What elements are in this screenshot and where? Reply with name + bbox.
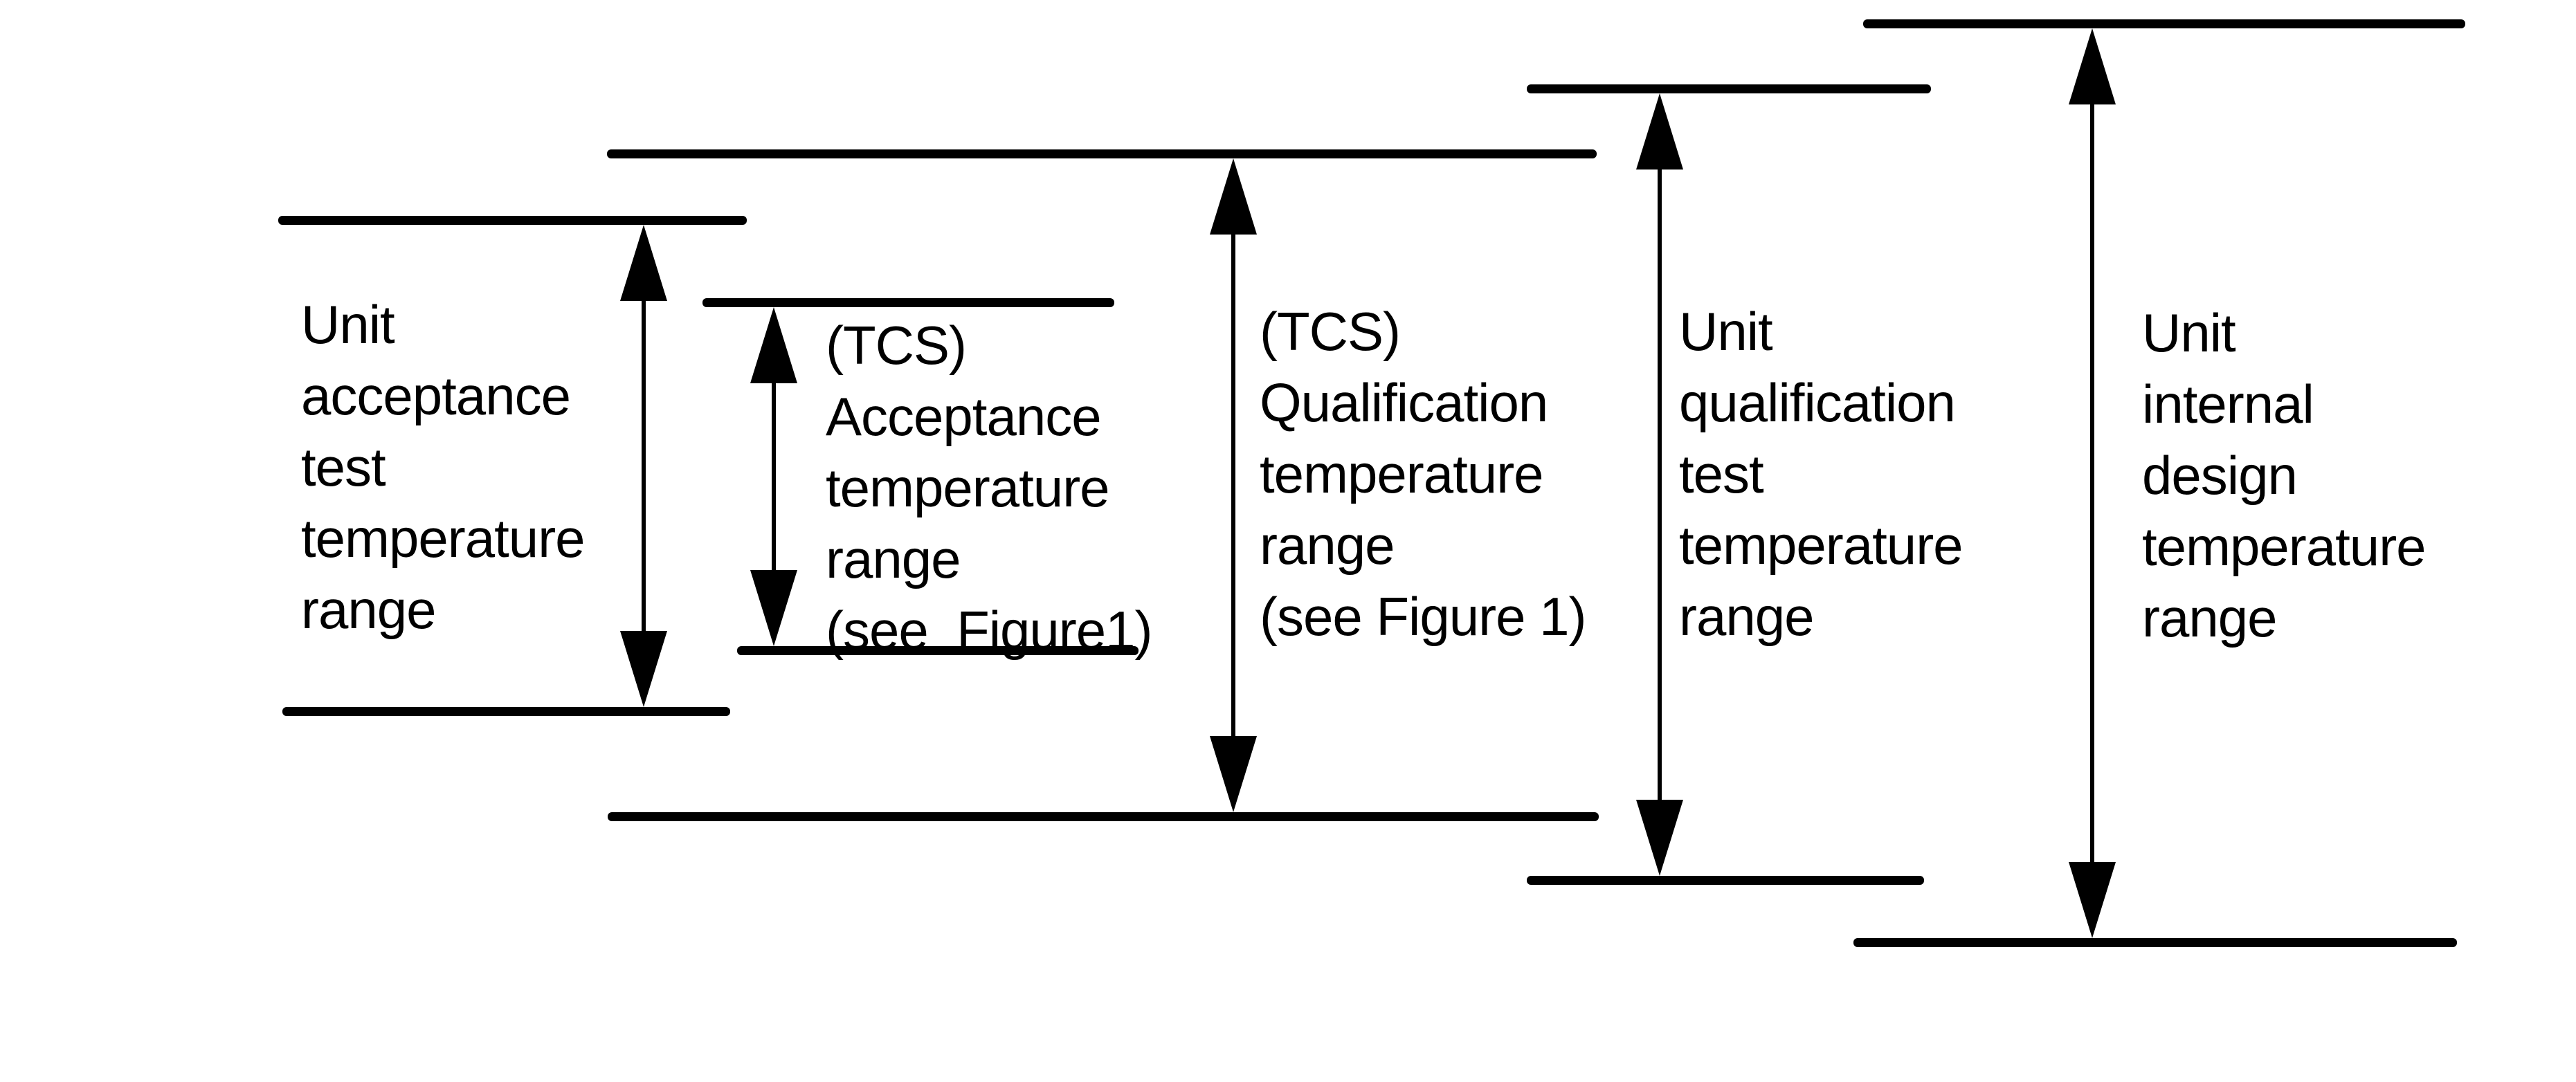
- label-line: temperature: [2142, 516, 2427, 577]
- label-line: Qualification: [1260, 372, 1548, 433]
- range-1-label: Unit acceptance test temperature range: [301, 289, 586, 645]
- arrow-shaft: [772, 374, 776, 580]
- label-line: range: [1260, 515, 1395, 576]
- arrow-up-icon: [1636, 93, 1683, 169]
- label-line: temperature: [1679, 515, 1963, 576]
- label-line: design: [2142, 445, 2298, 506]
- label-line: (TCS): [1260, 301, 1401, 362]
- label-line: (TCS): [826, 315, 967, 376]
- range-2-bottom-line: [737, 646, 1139, 655]
- label-line: Unit: [1679, 301, 1773, 362]
- range-4-top-line: [1527, 84, 1931, 93]
- label-line: (see Figure1): [826, 600, 1153, 661]
- label-line: Unit: [2142, 302, 2236, 363]
- range-4-bottom-line: [1527, 876, 1924, 885]
- label-line: qualification: [1679, 372, 1956, 433]
- label-line: acceptance: [301, 365, 571, 426]
- arrow-down-icon: [2069, 862, 2116, 938]
- range-4-double-arrow: [1636, 93, 1683, 876]
- arrow-shaft: [642, 291, 646, 641]
- arrow-down-icon: [1636, 800, 1683, 876]
- range-5-double-arrow: [2069, 28, 2116, 938]
- range-5-top-line: [1863, 19, 2465, 28]
- label-line: range: [826, 529, 961, 589]
- range-5-label: Unit internal design temperature range: [2142, 297, 2427, 654]
- arrow-shaft: [2090, 95, 2094, 872]
- range-3-bottom-line: [608, 812, 1599, 821]
- range-2-double-arrow: [750, 307, 797, 646]
- range-1-top-line: [278, 216, 747, 225]
- label-line: internal: [2142, 374, 2314, 434]
- label-line: range: [2142, 587, 2277, 648]
- range-2-top-line: [702, 298, 1114, 307]
- arrow-down-icon: [750, 570, 797, 646]
- arrow-down-icon: [620, 631, 667, 707]
- range-1-double-arrow: [620, 225, 667, 707]
- range-5-bottom-line: [1853, 938, 2457, 947]
- label-line: temperature: [826, 457, 1110, 518]
- label-line: range: [1679, 586, 1814, 647]
- arrow-shaft: [1231, 225, 1235, 746]
- range-3-label: (TCS) Qualification temperature range (s…: [1260, 296, 1587, 652]
- range-4-label: Unit qualification test temperature rang…: [1679, 296, 1963, 652]
- label-line: test: [301, 437, 386, 497]
- range-3-top-line: [607, 149, 1597, 158]
- arrow-up-icon: [620, 225, 667, 301]
- arrow-up-icon: [750, 307, 797, 383]
- range-3-double-arrow: [1210, 158, 1257, 812]
- range-2-label: (TCS) Acceptance temperature range (see …: [826, 310, 1153, 666]
- range-1-bottom-line: [282, 707, 730, 716]
- label-line: test: [1679, 443, 1764, 504]
- label-line: temperature: [301, 508, 586, 569]
- label-line: (see Figure 1): [1260, 586, 1587, 647]
- label-line: temperature: [1260, 443, 1544, 504]
- label-line: range: [301, 579, 436, 640]
- arrow-up-icon: [2069, 28, 2116, 104]
- arrow-shaft: [1658, 160, 1662, 809]
- label-line: Acceptance: [826, 386, 1102, 447]
- arrow-up-icon: [1210, 158, 1257, 235]
- label-line: Unit: [301, 294, 395, 355]
- arrow-down-icon: [1210, 736, 1257, 812]
